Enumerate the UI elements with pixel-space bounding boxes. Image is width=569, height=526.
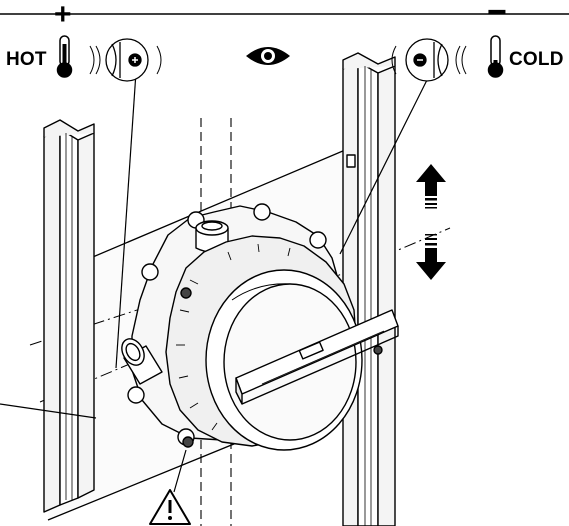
arrow-up-icon (416, 164, 446, 209)
thermometer-cold-icon (487, 35, 504, 78)
thermometer-hot-icon (56, 35, 73, 78)
arrow-down-icon (416, 234, 446, 280)
spirit-level (235, 309, 399, 405)
right-rail (342, 52, 396, 526)
hot-label: HOT (6, 49, 47, 70)
valve-body (121, 203, 383, 451)
cold-label: COLD (509, 49, 564, 70)
callout-leaders (0, 71, 429, 493)
warning-triangle-icon (149, 489, 191, 525)
cold-side-marking-icon (391, 38, 467, 82)
eye-icon (246, 47, 290, 65)
plus-sign: + (54, 0, 72, 31)
left-rail (43, 119, 95, 513)
minus-sign: − (487, 0, 507, 31)
hot-side-marking-icon (89, 38, 162, 82)
